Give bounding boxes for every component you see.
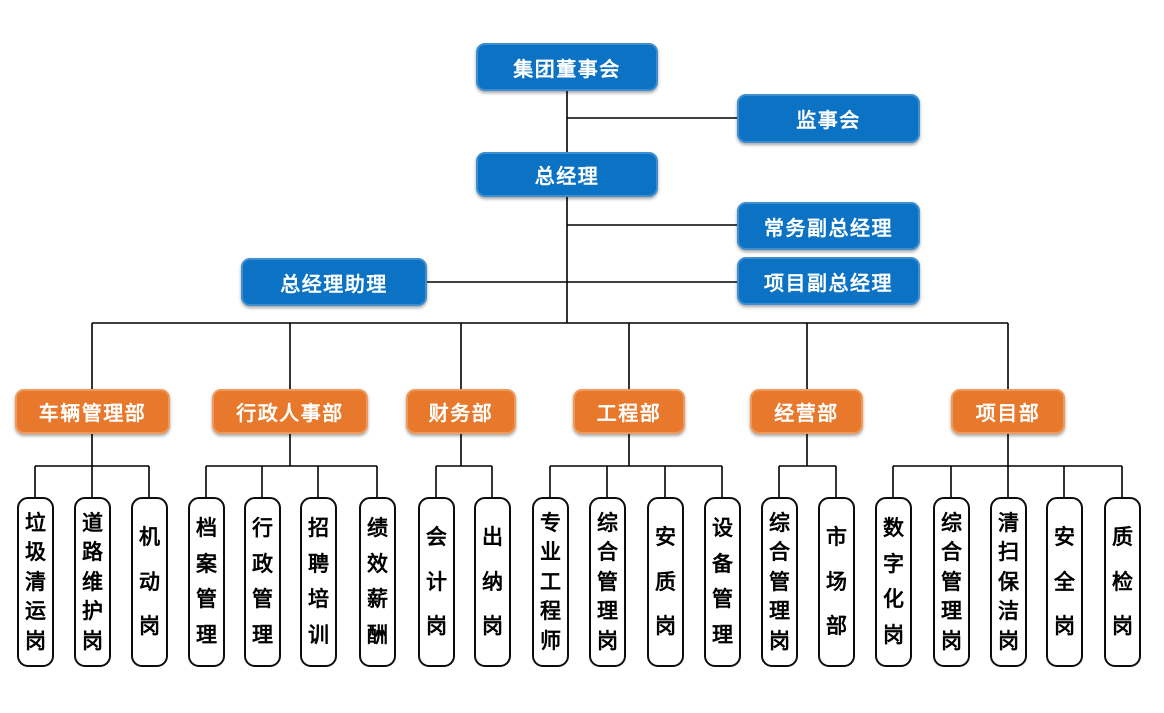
position-node: 机动岗 [131, 497, 168, 667]
dept-finance: 财务部 [406, 389, 516, 434]
position-node: 道路维护岗 [74, 497, 111, 667]
node-project-deputy-gm: 项目副总经理 [737, 257, 920, 305]
node-board-of-directors: 集团董事会 [476, 43, 658, 91]
position-node: 出纳岗 [474, 497, 511, 667]
position-node: 市场部 [818, 497, 855, 667]
position-node: 综合管理岗 [761, 497, 798, 667]
node-executive-deputy-gm: 常务副总经理 [737, 202, 920, 250]
node-general-manager: 总经理 [476, 152, 658, 197]
node-supervisory-board: 监事会 [737, 94, 920, 143]
position-node: 招聘培训 [300, 497, 337, 667]
position-node: 设备管理 [704, 497, 741, 667]
position-node: 综合管理岗 [933, 497, 970, 667]
dept-operations: 经营部 [750, 389, 863, 434]
node-gm-assistant: 总经理助理 [241, 258, 427, 306]
position-node: 数字化岗 [875, 497, 912, 667]
dept-vehicle-management: 车辆管理部 [15, 389, 170, 434]
position-node: 质检岗 [1104, 497, 1141, 667]
position-node: 安质岗 [647, 497, 684, 667]
position-node: 安全岗 [1046, 497, 1083, 667]
position-node: 档案管理 [188, 497, 225, 667]
position-node: 综合管理岗 [589, 497, 626, 667]
position-node: 行政管理 [244, 497, 281, 667]
position-node: 专业工程师 [532, 497, 569, 667]
dept-admin-hr: 行政人事部 [212, 389, 368, 434]
position-node: 垃圾清运岗 [17, 497, 54, 667]
dept-engineering: 工程部 [573, 389, 685, 434]
position-node: 会计岗 [418, 497, 455, 667]
position-node: 清扫保洁岗 [990, 497, 1027, 667]
dept-project: 项目部 [951, 389, 1065, 434]
position-node: 绩效薪酬 [359, 497, 396, 667]
